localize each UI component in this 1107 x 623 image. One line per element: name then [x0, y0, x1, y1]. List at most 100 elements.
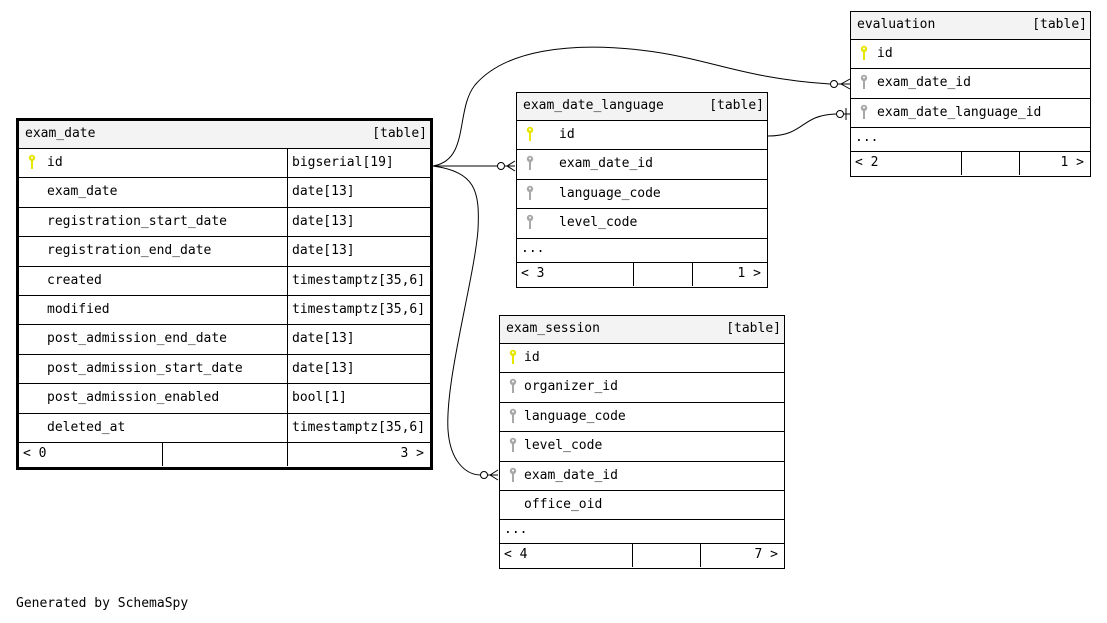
table-footer: < 4 7 > [500, 544, 784, 568]
child-count: 1 > [1060, 155, 1084, 171]
column-row[interactable]: post_admission_start_date date[13] [19, 354, 430, 385]
column-name: exam_date_id [877, 75, 971, 91]
column-type: date[13] [287, 237, 430, 266]
column-type: bigserial[19] [287, 149, 430, 178]
column-row[interactable]: exam_date date[13] [19, 178, 430, 208]
child-count: 3 > [400, 445, 424, 461]
foreign-key-icon [526, 214, 534, 230]
column-row[interactable]: level_code [500, 432, 784, 462]
foreign-key-icon [860, 104, 868, 119]
primary-key-icon [860, 45, 868, 60]
column-row[interactable]: exam_date_id [500, 462, 784, 491]
column-type: timestamptz[35,6] [287, 413, 430, 442]
column-row[interactable]: modified timestamptz[35,6] [19, 295, 430, 326]
table-header: exam_date [table] [19, 121, 430, 149]
column-type: bool[1] [287, 384, 430, 413]
table-header: evaluation [table] [851, 12, 1090, 40]
column-row[interactable]: deleted_at timestamptz[35,6] [19, 413, 430, 443]
column-name: office_oid [524, 496, 603, 512]
column-name: id [47, 155, 63, 170]
column-name: id [524, 350, 540, 365]
table-name: exam_date_language [523, 98, 664, 113]
table-type: [table] [372, 126, 427, 141]
edge-exam-date-to-evaluation [432, 46, 831, 167]
edge-exam-date-language-to-evaluation [767, 113, 837, 137]
column-name: exam_date_id [524, 467, 618, 483]
primary-key-icon [509, 349, 517, 364]
table-type: [table] [1032, 17, 1087, 32]
column-row[interactable]: registration_start_date date[13] [19, 207, 430, 238]
child-count: 7 > [754, 547, 778, 563]
column-type: date[13] [287, 325, 430, 354]
parent-count: < 2 [855, 155, 879, 171]
table-footer: < 0 3 > [19, 442, 430, 466]
column-type: timestamptz[35,6] [287, 295, 430, 325]
column-type: date[13] [287, 207, 430, 237]
column-name: exam_date [47, 184, 118, 200]
table-type: [table] [726, 321, 781, 336]
foreign-key-icon [509, 379, 517, 394]
column-name: registration_start_date [47, 213, 228, 229]
table-exam-date-language[interactable]: exam_date_language [table] id exam_date_i… [516, 92, 768, 288]
table-evaluation[interactable]: evaluation [table] id exam_date_id exam_da… [850, 11, 1091, 177]
column-name: created [47, 272, 102, 288]
column-name: organizer_id [524, 379, 618, 395]
column-name: exam_date_id [559, 156, 653, 172]
column-row[interactable]: post_admission_enabled bool[1] [19, 384, 430, 414]
column-name: modified [47, 301, 110, 317]
table-type: [table] [709, 98, 764, 113]
column-row[interactable]: organizer_id [500, 373, 784, 403]
primary-key-icon [526, 126, 534, 141]
column-name: post_admission_enabled [47, 390, 220, 406]
foreign-key-icon [509, 437, 517, 453]
column-row[interactable]: exam_date_id [851, 69, 1090, 99]
primary-key-icon [28, 154, 36, 169]
table-footer: < 2 1 > [851, 152, 1090, 176]
parent-count: < 4 [504, 547, 528, 563]
column-name: level_code [559, 215, 638, 231]
column-row[interactable]: id [517, 121, 767, 151]
column-name: language_code [524, 408, 626, 424]
table-header: exam_session [table] [500, 316, 784, 344]
column-row[interactable]: id [851, 40, 1090, 70]
column-row[interactable]: language_code [517, 180, 767, 210]
table-name: evaluation [857, 17, 936, 32]
generator-credit: Generated by SchemaSpy [16, 596, 189, 611]
column-name: level_code [524, 438, 603, 454]
foreign-key-icon [526, 185, 534, 200]
column-name: deleted_at [47, 419, 126, 435]
column-row[interactable]: post_admission_end_date date[13] [19, 325, 430, 355]
column-name: registration_end_date [47, 243, 212, 259]
table-name: exam_session [506, 321, 600, 336]
column-name: post_admission_end_date [47, 331, 228, 347]
column-row[interactable]: registration_end_date date[13] [19, 237, 430, 267]
column-row[interactable]: id [500, 344, 784, 374]
column-row[interactable]: level_code [517, 209, 767, 239]
column-row[interactable]: office_oid [500, 491, 784, 521]
foreign-key-icon [509, 467, 517, 482]
table-footer: < 3 1 > [517, 262, 767, 286]
foreign-key-icon [509, 408, 517, 423]
parent-count: < 3 [521, 265, 545, 281]
column-name: id [559, 127, 575, 142]
table-header: exam_date_language [table] [517, 93, 767, 121]
column-name: post_admission_start_date [47, 360, 243, 376]
column-name: exam_date_language_id [877, 104, 1042, 120]
column-type: date[13] [287, 354, 430, 384]
column-type: timestamptz[35,6] [287, 266, 430, 295]
column-row[interactable]: id bigserial[19] [19, 149, 430, 179]
parent-count: < 0 [23, 445, 47, 461]
more-columns: ... [517, 239, 767, 263]
foreign-key-icon [860, 75, 868, 90]
column-name: id [877, 46, 893, 61]
column-row[interactable]: created timestamptz[35,6] [19, 266, 430, 296]
column-type: date[13] [287, 178, 430, 207]
more-columns: ... [500, 520, 784, 545]
table-name: exam_date [25, 126, 96, 141]
column-row[interactable]: exam_date_id [517, 150, 767, 180]
column-row[interactable]: language_code [500, 403, 784, 433]
column-row[interactable]: exam_date_language_id [851, 99, 1090, 129]
